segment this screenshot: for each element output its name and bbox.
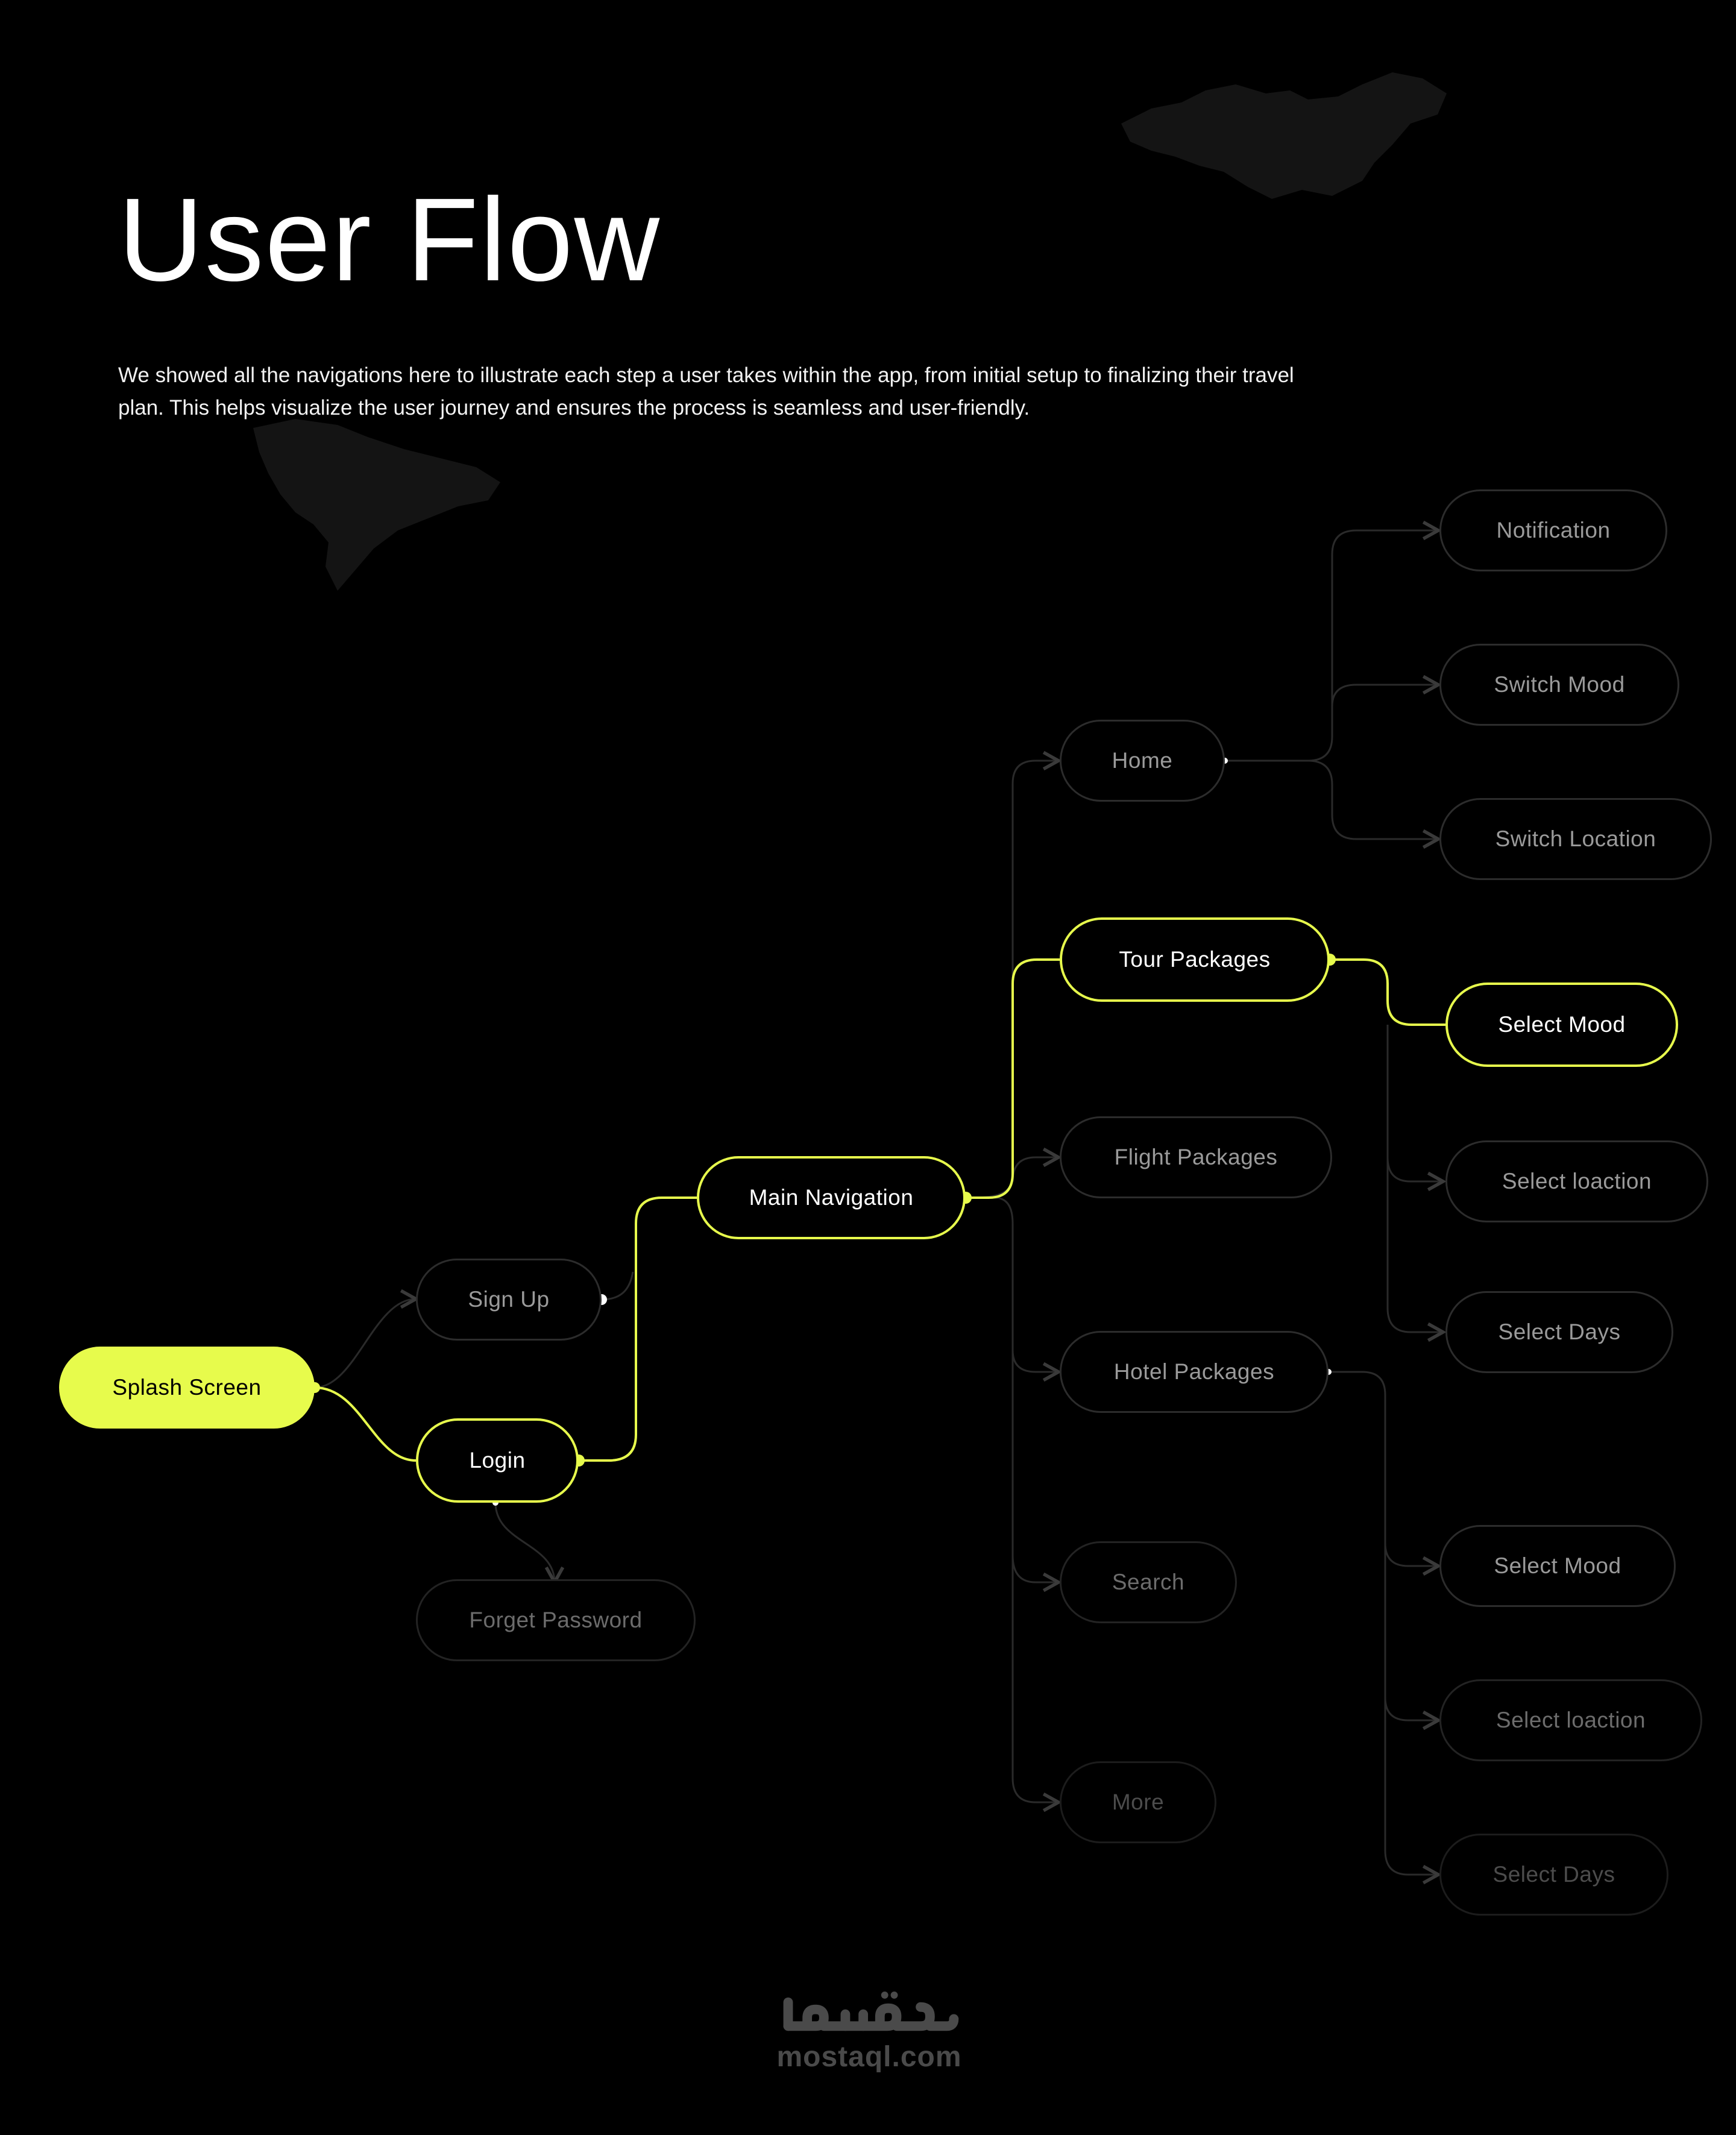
- node-hotel-select-location[interactable]: Select loaction: [1439, 1679, 1702, 1761]
- node-search[interactable]: Search: [1060, 1541, 1237, 1623]
- node-main-navigation[interactable]: Main Navigation: [697, 1156, 966, 1239]
- map-silhouette-top-right: [1121, 72, 1447, 199]
- page-description: We showed all the navigations here to il…: [118, 363, 1294, 420]
- map-silhouette-left: [253, 419, 500, 591]
- node-hotel-select-days[interactable]: Select Days: [1439, 1834, 1668, 1916]
- node-forget-password[interactable]: Forget Password: [416, 1579, 696, 1661]
- node-notification[interactable]: Notification: [1439, 489, 1667, 571]
- node-tour-select-location[interactable]: Select loaction: [1445, 1140, 1708, 1222]
- node-switch-location[interactable]: Switch Location: [1439, 798, 1712, 880]
- node-home[interactable]: Home: [1060, 720, 1225, 802]
- node-hotel-packages[interactable]: Hotel Packages: [1060, 1331, 1329, 1413]
- mostaql-arabic-logo-mark: [783, 1991, 959, 2031]
- node-tour-packages[interactable]: Tour Packages: [1060, 917, 1330, 1002]
- page-title: User Flow: [118, 174, 661, 306]
- node-tour-select-days[interactable]: Select Days: [1445, 1291, 1673, 1373]
- node-flight-packages[interactable]: Flight Packages: [1060, 1116, 1332, 1198]
- node-sign-up[interactable]: Sign Up: [416, 1259, 602, 1341]
- node-more[interactable]: More: [1060, 1761, 1216, 1843]
- mostaql-logo: mostaql.com: [761, 1989, 978, 2074]
- node-hotel-select-mood[interactable]: Select Mood: [1439, 1525, 1676, 1607]
- node-splash-screen[interactable]: Splash Screen: [59, 1347, 315, 1429]
- node-login[interactable]: Login: [416, 1418, 579, 1503]
- node-switch-mood[interactable]: Switch Mood: [1439, 644, 1679, 726]
- node-tour-select-mood[interactable]: Select Mood: [1445, 983, 1678, 1067]
- mostaql-domain-text: mostaql.com: [776, 2041, 962, 2073]
